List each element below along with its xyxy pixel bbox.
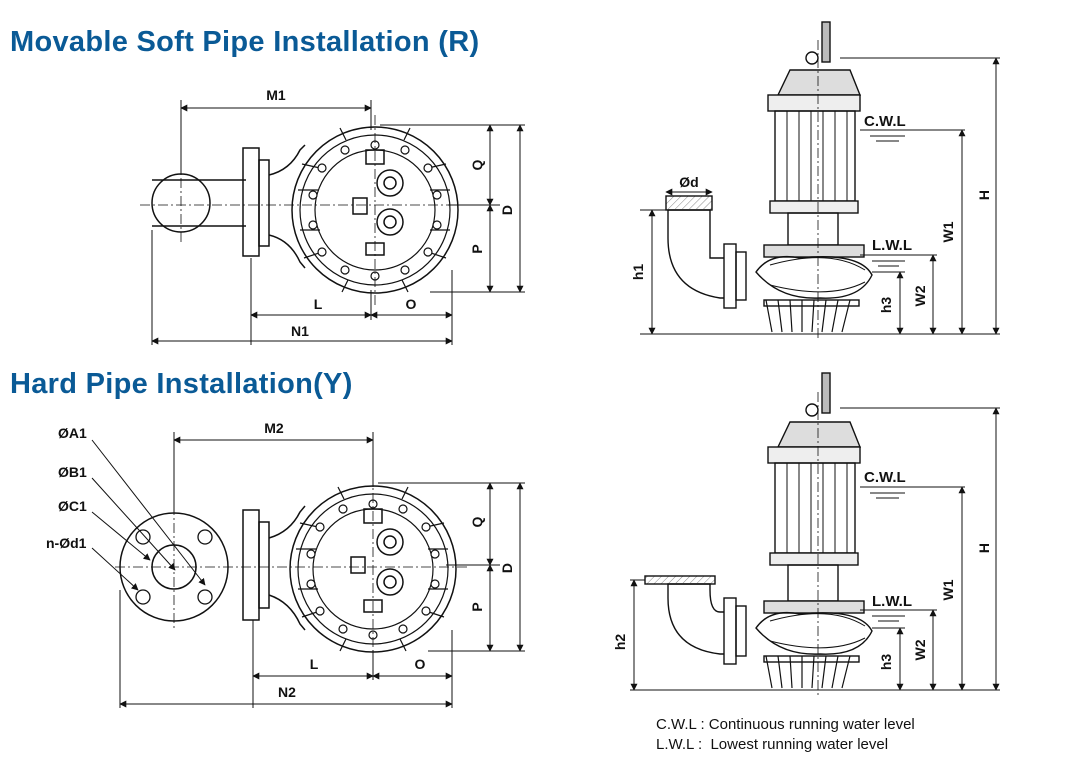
- dim-label-q-bottom: Q: [469, 516, 485, 527]
- cwl-label-top: C.W.L: [864, 113, 906, 130]
- lwl-label-bottom: L.W.L: [872, 593, 912, 610]
- dim-label-o-bottom: O: [415, 656, 426, 672]
- dim-label-h2: h2: [612, 634, 628, 651]
- dim-label-d-top: D: [499, 205, 515, 215]
- dim-label-l-top: L: [314, 296, 323, 312]
- pump-body-circle: [291, 126, 459, 294]
- dim-label-p-top: P: [469, 244, 485, 253]
- dim-label-d1: n-Ød1: [46, 535, 87, 551]
- dim-label-d-bottom: D: [499, 563, 515, 573]
- dim-label-h-bottom: H: [976, 543, 992, 553]
- dim-label-h3-bottom: h3: [878, 654, 894, 671]
- legend-lwl: L.W.L : Lowest running water level: [656, 736, 889, 753]
- dim-label-w2-top: W2: [912, 285, 928, 306]
- elevation-view-movable: [640, 21, 1000, 340]
- dim-label-h3-top: h3: [878, 297, 894, 314]
- dim-label-n1: N1: [291, 323, 309, 339]
- plan-view-movable-labels: M1 Q P D L O N1: [266, 87, 515, 339]
- dim-label-m2: M2: [264, 420, 284, 436]
- dim-label-n2: N2: [278, 684, 296, 700]
- dim-label-a1: ØA1: [58, 425, 87, 441]
- dim-label-d: Ød: [679, 174, 698, 190]
- outlet-flange: [242, 147, 260, 257]
- lwl-label-top: L.W.L: [872, 237, 912, 254]
- dim-label-h-top: H: [976, 190, 992, 200]
- dim-label-b1: ØB1: [58, 464, 87, 480]
- movable-installation-title: Movable Soft Pipe Installation (R): [10, 26, 480, 58]
- hard-installation-title: Hard Pipe Installation(Y): [10, 368, 353, 400]
- plan-view-hard-labels: M2 Q P D L O N2 ØA1 ØB1 ØC1 n-Ød1: [46, 420, 515, 700]
- dim-label-w1-top: W1: [940, 221, 956, 242]
- dim-label-m1: M1: [266, 87, 286, 103]
- dim-label-w2-bottom: W2: [912, 639, 928, 660]
- elevation-view-movable-labels: C.W.L L.W.L Ød H W1 W2 h3 h1: [630, 113, 992, 313]
- dim-label-w1-bottom: W1: [940, 579, 956, 600]
- elevation-view-hard-labels: C.W.L L.W.L H W1 W2 h3 h2: [612, 469, 992, 670]
- dim-label-h1: h1: [630, 264, 646, 281]
- legend-cwl: C.W.L : Continuous running water level: [656, 716, 915, 733]
- plan-view-movable: [140, 100, 525, 345]
- dim-label-p-bottom: P: [469, 602, 485, 611]
- dim-label-o-top: O: [406, 296, 417, 312]
- elevation-view-hard: [630, 372, 1000, 696]
- dim-label-l-bottom: L: [310, 656, 319, 672]
- dim-label-c1: ØC1: [58, 498, 87, 514]
- plan-view-hard: [91, 432, 525, 708]
- dim-label-q-top: Q: [469, 159, 485, 170]
- cwl-label-bottom: C.W.L: [864, 469, 906, 486]
